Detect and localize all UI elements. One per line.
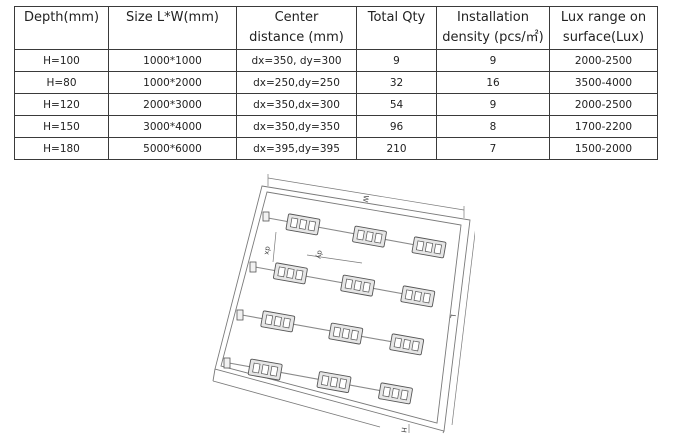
header-lux-range-line2: surface(Lux) <box>562 30 645 45</box>
header-center-distance-line2: distance (mm) <box>249 30 344 45</box>
height-label: H <box>399 427 408 433</box>
cell-lux-range: 3500-4000 <box>549 71 658 94</box>
header-installation-density: Installation density (pcs/㎡) <box>436 6 550 50</box>
led-module <box>411 236 447 259</box>
cell-center-distance: dx=350,dy=350 <box>236 115 357 138</box>
cell-total-qty: 32 <box>356 71 437 94</box>
cell-lux-range: 1500-2000 <box>549 137 658 160</box>
cell-lux-range: 2000-2500 <box>549 93 658 116</box>
table-row: H=150 3000*4000 dx=350,dy=350 96 8 1700-… <box>14 115 658 138</box>
cell-total-qty: 210 <box>356 137 437 160</box>
cell-total-qty: 96 <box>356 115 437 138</box>
cell-total-qty: 9 <box>356 49 437 72</box>
header-depth-line: Depth(mm) <box>23 10 100 25</box>
table-row: H=80 1000*2000 dx=250,dy=250 32 16 3500-… <box>14 71 658 94</box>
led-module <box>316 371 352 393</box>
cell-density: 7 <box>436 137 550 160</box>
cell-total-qty: 54 <box>356 93 437 116</box>
table-row: H=180 5000*6000 dx=395,dy=395 210 7 1500… <box>14 137 658 160</box>
led-module <box>247 358 283 381</box>
led-module <box>352 225 387 248</box>
table-row: H=100 1000*1000 dx=350, dy=300 9 9 2000-… <box>14 49 658 72</box>
header-installation-density-line2: density (pcs/㎡) <box>442 30 544 45</box>
cell-center-distance: dx=395,dy=395 <box>236 137 357 160</box>
led-module <box>378 382 413 405</box>
header-lux-range-line1: Lux range on <box>560 10 647 25</box>
led-module <box>273 262 308 285</box>
cell-depth: H=150 <box>14 115 109 138</box>
header-lux-range: Lux range on surface(Lux) <box>549 6 658 50</box>
cell-density: 16 <box>436 71 550 94</box>
cell-center-distance: dx=350,dx=300 <box>236 93 357 116</box>
led-module <box>400 285 436 308</box>
dy-label: dy <box>315 250 324 260</box>
header-size-line: Size L*W(mm) <box>126 10 219 25</box>
cell-density: 8 <box>436 115 550 138</box>
header-total-qty: Total Qty <box>356 6 437 50</box>
cell-depth: H=100 <box>14 49 109 72</box>
spec-table: Depth(mm) Size L*W(mm) Center distance (… <box>14 6 658 160</box>
led-module <box>285 213 321 236</box>
led-module <box>328 322 364 345</box>
led-module <box>389 333 425 356</box>
cell-size: 2000*3000 <box>108 93 237 116</box>
led-module <box>260 310 296 333</box>
table-header-row: Depth(mm) Size L*W(mm) Center distance (… <box>14 6 658 50</box>
lightbox-module-layout-diagram: W L H dx dy <box>212 174 475 434</box>
corner-clips <box>223 211 270 369</box>
cell-lux-range: 1700-2200 <box>549 115 658 138</box>
cell-depth: H=80 <box>14 71 109 94</box>
table-row: H=120 2000*3000 dx=350,dx=300 54 9 2000-… <box>14 93 658 116</box>
cell-density: 9 <box>436 49 550 72</box>
cell-center-distance: dx=350, dy=300 <box>236 49 357 72</box>
header-total-qty-line: Total Qty <box>367 10 426 25</box>
cell-size: 1000*2000 <box>108 71 237 94</box>
cell-depth: H=180 <box>14 137 109 160</box>
header-center-distance: Center distance (mm) <box>236 6 357 50</box>
led-module-grid <box>247 213 447 405</box>
cell-center-distance: dx=250,dy=250 <box>236 71 357 94</box>
dimension-lines <box>267 174 475 433</box>
header-installation-density-line1: Installation <box>456 10 529 25</box>
width-label: W <box>361 195 370 203</box>
cell-size: 3000*4000 <box>108 115 237 138</box>
length-label: L <box>448 314 457 319</box>
led-module <box>340 274 376 297</box>
cell-lux-range: 2000-2500 <box>549 49 658 72</box>
cell-density: 9 <box>436 93 550 116</box>
cell-size: 1000*1000 <box>108 49 237 72</box>
cell-size: 5000*6000 <box>108 137 237 160</box>
header-size: Size L*W(mm) <box>108 6 237 50</box>
cell-depth: H=120 <box>14 93 109 116</box>
light-box-outline <box>212 185 471 434</box>
header-center-distance-line1: Center <box>274 10 319 25</box>
header-depth: Depth(mm) <box>14 6 109 50</box>
dx-label: dx <box>263 246 272 256</box>
